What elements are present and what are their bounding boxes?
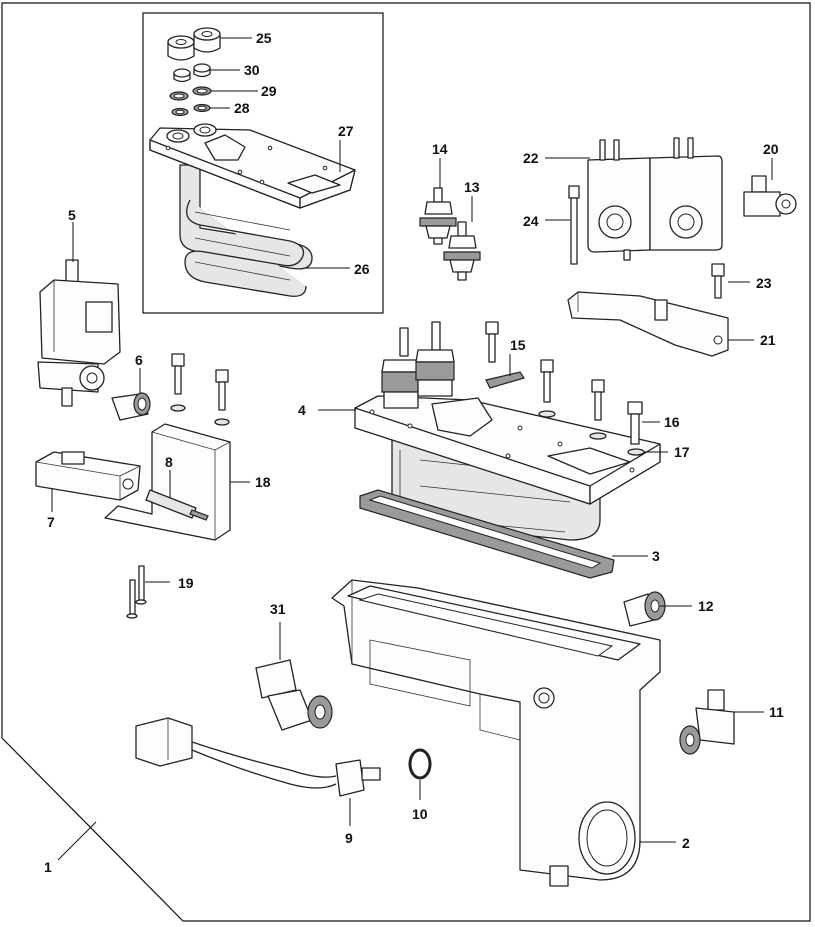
- label-29: 29: [261, 83, 277, 99]
- part-3-gasket: [359, 489, 615, 579]
- inset-frame: [142, 12, 384, 314]
- label-15: 15: [510, 337, 526, 353]
- part-6-fitting: [111, 392, 151, 421]
- part-15-clip: [485, 371, 525, 389]
- label-25: 25: [256, 30, 272, 46]
- label-8: 8: [165, 454, 173, 470]
- label-4: 4: [298, 402, 306, 418]
- part-22-solenoid-coils: [587, 137, 723, 261]
- part-27-plate: [149, 123, 356, 209]
- label-6: 6: [135, 352, 143, 368]
- label-27: 27: [338, 123, 354, 139]
- part-12-plug: [623, 591, 666, 627]
- part-18-bracket: [104, 423, 231, 541]
- boiler-thermostats: [381, 321, 455, 409]
- part-29-orings: [169, 86, 212, 101]
- label-28: 28: [234, 100, 250, 116]
- leader-lines: [51, 37, 773, 861]
- label-16: 16: [664, 414, 680, 430]
- part-14-thermostat: [419, 187, 457, 245]
- part-10-oring: [408, 748, 432, 780]
- part-20-elbow-fitting: [743, 175, 797, 217]
- part-26-heating-element: [179, 164, 313, 297]
- label-22: 22: [523, 150, 539, 166]
- label-2: 2: [682, 835, 690, 851]
- label-20: 20: [763, 141, 779, 157]
- label-31: 31: [270, 601, 286, 617]
- label-13: 13: [464, 179, 480, 195]
- part-11-elbow: [679, 689, 735, 755]
- boiler-screws: [485, 321, 607, 440]
- part-30-spacers: [173, 63, 211, 83]
- part-2-boiler-housing: [331, 579, 661, 887]
- label-18: 18: [255, 474, 271, 490]
- part-7-block: [35, 451, 141, 501]
- label-1: 1: [44, 859, 52, 875]
- label-26: 26: [354, 261, 370, 277]
- part-31-elbow-connector: [255, 659, 333, 731]
- part-16-screw: [627, 401, 643, 445]
- part-19-screws: [126, 565, 147, 619]
- label-10: 10: [412, 806, 428, 822]
- part-9-wiring-harness: [135, 717, 381, 797]
- label-23: 23: [756, 275, 772, 291]
- label-30: 30: [244, 62, 260, 78]
- label-14: 14: [432, 141, 448, 157]
- part-labels: 1 2 3 4 5 6 7 8 9 10 11 12 13 14 15 16 1…: [44, 30, 784, 875]
- label-21: 21: [760, 332, 776, 348]
- label-9: 9: [345, 830, 353, 846]
- part-13-thermostat: [443, 221, 481, 281]
- part-21-valve-body: [567, 291, 729, 357]
- label-24: 24: [523, 213, 539, 229]
- label-17: 17: [674, 444, 690, 460]
- label-5: 5: [68, 207, 76, 223]
- part-24-long-screw: [568, 185, 580, 265]
- screws-left: [170, 353, 230, 426]
- label-7: 7: [47, 514, 55, 530]
- label-3: 3: [652, 548, 660, 564]
- part-23-screw: [711, 263, 725, 299]
- part-25-nuts: [167, 27, 221, 61]
- part-8-probe: [145, 489, 209, 521]
- part-17-washer: [627, 448, 645, 456]
- label-11: 11: [769, 704, 784, 720]
- label-19: 19: [178, 575, 194, 591]
- part-28-washers: [171, 103, 211, 117]
- label-12: 12: [698, 598, 714, 614]
- part-5-solenoid-valve: [37, 259, 121, 407]
